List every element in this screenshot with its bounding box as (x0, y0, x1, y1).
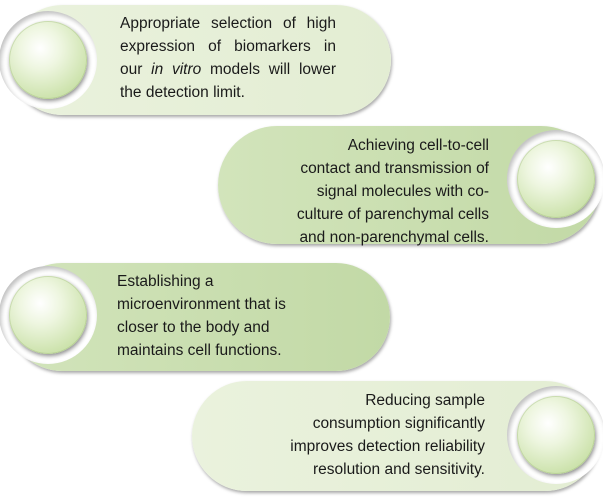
text-line: Appropriate selection of high (120, 12, 336, 35)
text-line: consumption significantly (262, 412, 485, 435)
text-segment: our (120, 61, 152, 78)
text-segment: expression of biomarkers in (120, 38, 336, 55)
item-1-circle-icon (9, 21, 87, 99)
text-segment: Reducing sample (365, 392, 485, 409)
text-segment: Establishing a (117, 273, 214, 290)
text-segment: microenvironment that is (117, 296, 286, 313)
text-segment: Achieving cell-to-cell (347, 137, 489, 154)
text-line: Achieving cell-to-cell (254, 134, 489, 157)
text-segment: Appropriate selection of high (120, 15, 336, 32)
text-segment: models will lower (201, 61, 337, 78)
text-line: resolution and sensitivity. (262, 458, 485, 481)
text-segment: and non-parenchymal cells. (299, 229, 489, 246)
text-line: and non-parenchymal cells. (254, 226, 489, 249)
item-4-circle-icon (517, 396, 595, 474)
text-segment: the detection limit. (120, 84, 245, 101)
text-line: our in vitro models will lower (120, 58, 336, 81)
text-segment: signal molecules with co- (316, 183, 489, 200)
item-3-circle-icon (9, 276, 87, 354)
text-segment: improves detection reliability (290, 438, 485, 455)
item-2-circle-icon (517, 140, 595, 218)
text-line: closer to the body and (117, 316, 337, 339)
text-line: maintains cell functions. (117, 339, 337, 362)
text-line: contact and transmission of (254, 157, 489, 180)
text-line: the detection limit. (120, 81, 336, 104)
text-segment: in vitro (151, 61, 202, 78)
item-2-text: Achieving cell-to-cell contact and transm… (254, 134, 489, 249)
item-1-text: Appropriate selection of high expression … (120, 12, 336, 104)
text-line: microenvironment that is (117, 293, 337, 316)
text-segment: closer to the body and (117, 319, 270, 336)
text-line: improves detection reliability (262, 435, 485, 458)
text-segment: resolution and sensitivity. (312, 461, 485, 478)
text-line: Establishing a (117, 270, 337, 293)
text-segment: culture of parenchymal cells (296, 206, 489, 223)
text-segment: maintains cell functions. (117, 342, 282, 359)
text-line: expression of biomarkers in (120, 35, 336, 58)
text-segment: consumption significantly (312, 415, 485, 432)
item-4-text: Reducing sample consumption significantly… (262, 389, 485, 481)
text-segment: contact and transmission of (300, 160, 489, 177)
text-line: culture of parenchymal cells (254, 203, 489, 226)
text-line: signal molecules with co- (254, 180, 489, 203)
text-line: Reducing sample (262, 389, 485, 412)
item-3-text: Establishing a microenvironment that is cl… (117, 270, 337, 362)
